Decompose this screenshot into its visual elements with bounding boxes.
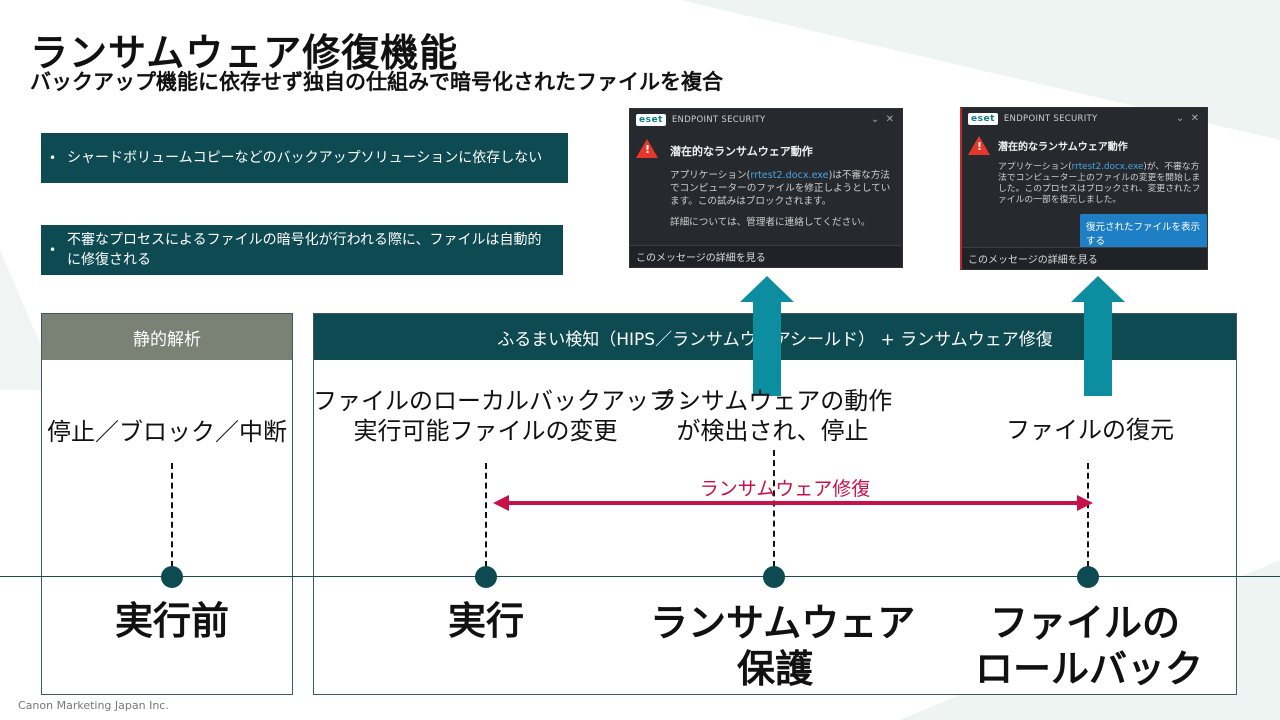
exec-stage-line2: 実行可能ファイルの変更 <box>353 417 618 445</box>
product-name: ENDPOINT SECURITY <box>671 115 766 125</box>
bullet-text-1: シャードボリュームコピーなどのバックアップソリューションに依存しない <box>67 150 543 166</box>
warning-icon: ! <box>636 139 658 158</box>
alert-body-prefix: アプリケーション( <box>998 162 1072 172</box>
bullet-box-1: • シャードボリュームコピーなどのバックアップソリューションに依存しない <box>41 133 568 183</box>
bullet-dot: • <box>49 151 57 165</box>
timeline-node-protect <box>763 566 785 588</box>
dash-connector-exec <box>485 463 487 567</box>
window-controls: ⌄ ✕ <box>1176 113 1199 124</box>
label-file-rollback: ファイルの ロールバック <box>975 600 1204 692</box>
label-ransomware-protection: ランサムウェア 保護 <box>650 600 916 692</box>
label-rollback-line1: ファイルの <box>989 601 1180 645</box>
static-stage-text: 停止／ブロック／中断 <box>47 418 287 446</box>
dash-connector-rollback <box>1087 463 1089 567</box>
alert-title: 潜在的なランサムウェア動作 <box>998 142 1128 153</box>
timeline-node-before <box>161 566 183 588</box>
popup-header: eset ENDPOINT SECURITY <box>630 109 902 131</box>
chevron-down-icon[interactable]: ⌄ <box>1175 113 1185 124</box>
alert-title: 潜在的なランサムウェア動作 <box>670 145 813 158</box>
static-analysis-header: 静的解析 <box>42 314 292 360</box>
product-name: ENDPOINT SECURITY <box>1003 114 1098 124</box>
eset-alert-popup-restored: eset ENDPOINT SECURITY ⌄ ✕ ! 潜在的なランサムウェア… <box>960 107 1208 270</box>
rollback-stage-text: ファイルの復元 <box>1006 416 1174 444</box>
timeline-line <box>0 576 1280 577</box>
exec-stage-text: ファイルのローカルバックアップ - 実行可能ファイルの変更 <box>313 386 690 446</box>
dash-connector-protect <box>773 450 775 567</box>
popup-footer-link[interactable]: このメッセージの詳細を見る <box>630 245 902 267</box>
alert-body-suffix: )は不審な方法でコンピューターのファイルを修正しようとしています。この試みはブロ… <box>670 170 891 207</box>
static-analysis-panel: 静的解析 <box>41 313 293 695</box>
alert-body: アプリケーション(rrtest2.docx.exe)は不審な方法でコンピューター… <box>670 169 898 208</box>
recovery-double-arrow <box>493 495 1093 511</box>
popup-header: eset ENDPOINT SECURITY <box>962 108 1207 130</box>
alert-admin-note: 詳細については、管理者に連絡してください。 <box>670 217 871 228</box>
label-protect-line1: ランサムウェア <box>650 601 916 645</box>
alert-body: アプリケーション(rrtest2.docx.exe)が、不審な方法でコンピュータ… <box>998 162 1202 206</box>
exec-stage-line1: ファイルのローカルバックアップ - <box>313 387 690 415</box>
bullet-dot: • <box>49 243 57 257</box>
close-icon[interactable]: ✕ <box>1190 113 1199 124</box>
page-subtitle: バックアップ機能に依存せず独自の仕組みで暗号化されたファイルを複合 <box>30 70 723 94</box>
alert-body-suffix: )が、不審な方法でコンピューター上のファイルの変更を開始しました。このプロセスは… <box>998 162 1201 205</box>
label-execution: 実行 <box>447 599 524 643</box>
protect-stage-line2: が検出され、停止 <box>676 417 869 445</box>
label-protect-line2: 保護 <box>736 647 813 691</box>
timeline-node-exec <box>475 566 497 588</box>
footer-credit: Canon Marketing Japan Inc. <box>18 699 169 712</box>
recovery-label: ランサムウェア修復 <box>699 478 871 500</box>
window-controls: ⌄ ✕ <box>871 114 894 125</box>
chevron-down-icon[interactable]: ⌄ <box>870 114 880 125</box>
warning-icon: ! <box>968 136 990 155</box>
alert-body-prefix: アプリケーション( <box>670 170 751 181</box>
dash-connector-before <box>171 463 173 567</box>
file-link[interactable]: rrtest2.docx.exe <box>1071 162 1144 172</box>
protect-stage-line1: ランサムウェアの動作 <box>652 387 893 415</box>
eset-alert-popup-blocked: eset ENDPOINT SECURITY ⌄ ✕ ! 潜在的なランサムウェア… <box>629 108 903 268</box>
bullet-text-2: 不審なプロセスによるファイルの暗号化が行われる際に、ファイルは自動的に修復される <box>67 232 542 268</box>
up-arrow-rollback-shaft <box>1084 306 1112 396</box>
timeline-node-rollback <box>1077 566 1099 588</box>
file-link[interactable]: rrtest2.docx.exe <box>750 170 829 181</box>
up-arrow-protect-shaft <box>753 306 781 396</box>
show-restored-files-button[interactable]: 復元されたファイルを表示する <box>1080 214 1207 252</box>
bullet-box-2: • 不審なプロセスによるファイルの暗号化が行われる際に、ファイルは自動的に修復さ… <box>41 225 563 275</box>
label-before-execution: 実行前 <box>114 599 229 643</box>
page-title: ランサムウェア修復機能 <box>30 31 459 75</box>
eset-logo-icon: eset <box>968 113 998 125</box>
close-icon[interactable]: ✕ <box>885 114 894 125</box>
protect-stage-text: ランサムウェアの動作 が検出され、停止 <box>650 386 895 446</box>
label-rollback-line2: ロールバック <box>975 647 1204 691</box>
eset-logo-icon: eset <box>636 114 666 126</box>
popup-footer-link[interactable]: このメッセージの詳細を見る <box>962 247 1207 269</box>
